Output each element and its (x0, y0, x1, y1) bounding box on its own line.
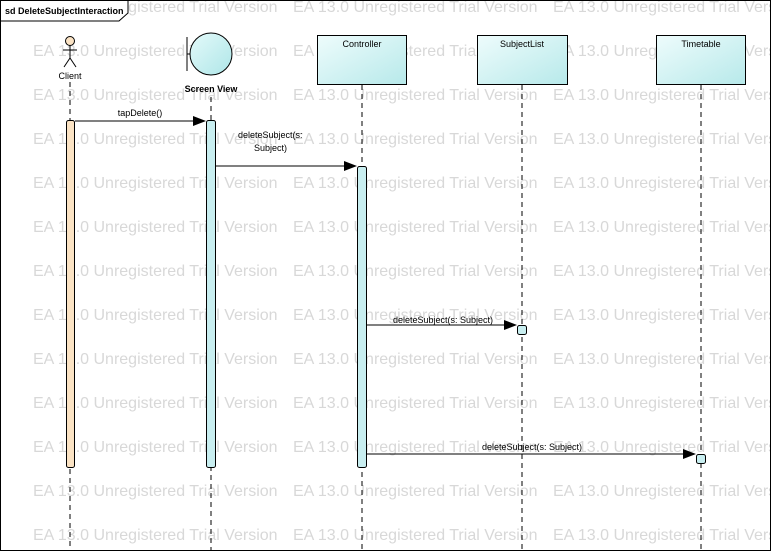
message-label-line1: deleteSubject(s: (238, 130, 303, 140)
watermark-text: EA 13.0 Unregistered Trial Version (553, 439, 771, 456)
boundary-icon (186, 32, 233, 76)
watermark-text: EA 13.0 Unregistered Trial Version (553, 219, 771, 236)
arrowhead-icon (504, 320, 517, 330)
watermark-text: EA 13.0 Unregistered Trial Version (293, 131, 538, 148)
timetable-label: Timetable (681, 39, 720, 49)
watermark-text: EA 13.0 Unregistered Trial Version (33, 395, 278, 412)
watermark-text: EA 13.0 Unregistered Trial Version (293, 0, 538, 16)
watermark-text: EA 13.0 Unregistered Trial Version (293, 483, 538, 500)
watermark-text: EA 13.0 Unregistered Trial Version (553, 307, 771, 324)
screen-view-activation (206, 120, 216, 468)
message-label-timetable: deleteSubject(s: Subject) (482, 442, 582, 452)
watermark-text: EA 13.0 Unregistered Trial Version (293, 351, 538, 368)
client-activation (66, 120, 75, 468)
watermark-text: EA 13.0 Unregistered Trial Version (33, 219, 278, 236)
watermark-text: EA 13.0 Unregistered Trial Version (33, 87, 278, 104)
message-label-subjectlist: deleteSubject(s: Subject) (393, 315, 493, 325)
watermark-text: EA 13.0 Unregistered Trial Version (33, 527, 278, 544)
subject-list-activation (517, 325, 527, 335)
watermark-text: EA 13.0 Unregistered Trial Version (33, 175, 278, 192)
subject-list-label: SubjectList (500, 39, 545, 49)
watermark-text: EA 13.0 Unregistered Trial Version (553, 527, 771, 544)
actor-icon (63, 36, 77, 68)
screen-view-label: Screen View (185, 84, 239, 94)
watermark-layer: EA 13.0 Unregistered Trial Version EA 13.… (33, 0, 771, 544)
arrowhead-icon (193, 116, 206, 126)
message-label-line2: Subject) (254, 143, 287, 153)
timetable-activation (696, 454, 706, 464)
watermark-text: EA 13.0 Unregistered Trial Version (553, 175, 771, 192)
watermark-text: EA 13.0 Unregistered Trial Version (553, 395, 771, 412)
watermark-text: EA 13.0 Unregistered Trial Version (293, 219, 538, 236)
frame-title-tab (0, 0, 129, 22)
watermark-text: EA 13.0 Unregistered Trial Version (293, 263, 538, 280)
arrowhead-icon (683, 449, 696, 459)
subject-list-box (477, 35, 568, 85)
watermark-text: EA 13.0 Unregistered Trial Version (553, 351, 771, 368)
controller-box (317, 35, 407, 85)
watermark-text: EA 13.0 Unregistered Trial Version (33, 131, 278, 148)
arrowhead-icon (344, 161, 357, 171)
controller-activation (357, 166, 367, 468)
watermark-text: EA 13.0 Unregistered Trial Version (293, 175, 538, 192)
watermark-text: EA 13.0 Unregistered Trial Version (33, 307, 278, 324)
timetable-box (656, 35, 746, 85)
watermark-text: EA 13.0 Unregistered Trial Version (553, 131, 771, 148)
watermark-text: EA 13.0 Unregistered Trial Version (553, 263, 771, 280)
frame-title: sd DeleteSubjectInteraction (5, 6, 124, 16)
watermark-text: EA 13.0 Unregistered Trial Version (33, 483, 278, 500)
watermark-text: EA 13.0 Unregistered Trial Version (293, 439, 538, 456)
watermark-text: EA 13.0 Unregistered Trial Version (33, 351, 278, 368)
watermark-text: EA 13.0 Unregistered Trial Version (293, 395, 538, 412)
message-label-tapdelete: tapDelete() (118, 108, 163, 118)
watermark-text: EA 13.0 Unregistered Trial Version (553, 483, 771, 500)
watermark-text: EA 13.0 Unregistered Trial Version (293, 527, 538, 544)
client-label: Client (58, 71, 82, 81)
watermark-text: EA 13.0 Unregistered Trial Version (33, 263, 278, 280)
watermark-text: EA 13.0 Unregistered Trial Version (553, 87, 771, 104)
controller-label: Controller (342, 39, 381, 49)
watermark-text: EA 13.0 Unregistered Trial Version (33, 439, 278, 456)
watermark-text: EA 13.0 Unregistered Trial Version (293, 307, 538, 324)
watermark-text: EA 13.0 Unregistered Trial Version (553, 0, 771, 16)
watermark-text: EA 13.0 Unregistered Trial Version (293, 87, 538, 104)
